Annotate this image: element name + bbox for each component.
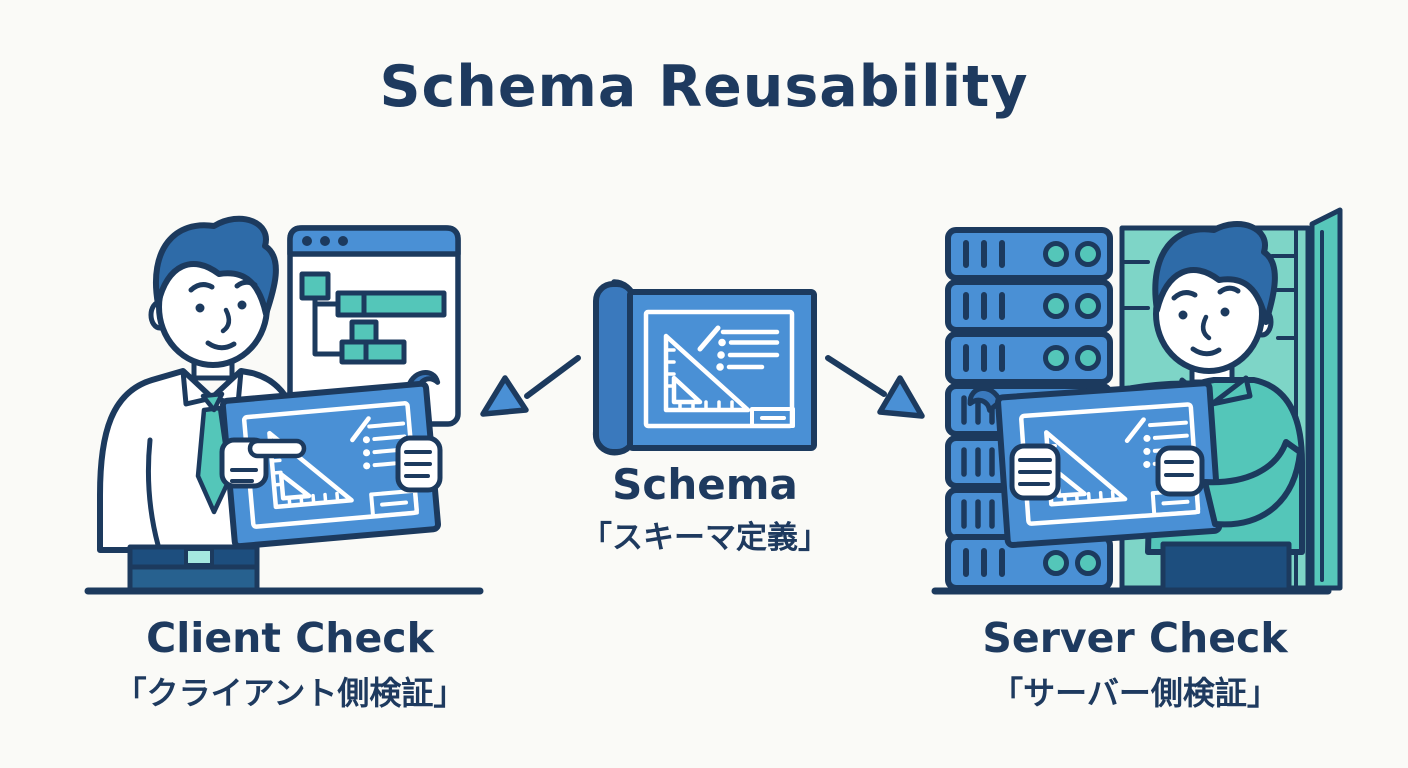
server-unit-1 (945, 227, 1113, 281)
client-label-jp: 「クライアント側検証」 (114, 674, 466, 713)
tree-root-node (299, 271, 331, 301)
arrow-left-icon (480, 355, 581, 417)
server-blueprint-curl (967, 386, 1003, 413)
server-spec-list-lines (1148, 420, 1190, 466)
arrow-right-head (877, 375, 925, 419)
client-caption: Client Check 「クライアント側検証」 (70, 614, 510, 714)
server-pencil-line (1124, 417, 1146, 444)
panel-door (1309, 207, 1343, 591)
server-unit-7 (945, 534, 1113, 591)
scroll-title-block (750, 407, 795, 428)
scroll-pencil-line (697, 325, 721, 352)
server-right-finger-lines (1164, 460, 1194, 477)
server-dev-hair (1152, 221, 1278, 325)
client-grip-hand-icon (395, 435, 443, 493)
tree-node-2 (349, 319, 379, 345)
arrow-right-icon (825, 355, 925, 419)
server-left-finger-lines (1018, 458, 1052, 486)
client-nose (220, 307, 232, 334)
schema-label: Schema (612, 460, 798, 509)
blueprint-scroll-icon (592, 279, 817, 456)
server-dev-pants (1160, 541, 1292, 594)
server-dev-right-forearm (1202, 439, 1303, 528)
pointing-finger-lines (230, 468, 258, 483)
server-blueprint-icon (967, 380, 1223, 548)
client-pants (127, 564, 260, 594)
tree-bar-1 (335, 290, 447, 318)
server-right-palm (1155, 445, 1205, 497)
tree-connectors (312, 295, 345, 357)
scroll-border (643, 309, 795, 429)
spec-list-lines (367, 421, 408, 468)
server-caption: Server Check 「サーバー側検証」 (925, 614, 1345, 714)
server-dev-smile (1190, 346, 1222, 357)
client-hair (153, 215, 279, 317)
server-dev-eyes (1178, 307, 1230, 320)
server-spec-list-dots (1143, 434, 1151, 468)
server-dev-eyebrows (1171, 285, 1241, 301)
set-square-icon (267, 430, 354, 510)
server-label-jp: 「サーバー側検証」 (991, 674, 1279, 713)
server-unit-3 (945, 331, 1113, 385)
ui-tree-icon (299, 271, 447, 365)
page-title: Schema Reusability (379, 54, 1029, 120)
server-illustration (931, 207, 1343, 595)
title-block (369, 488, 419, 519)
schema-caption: Schema 「スキーマ定義」 (545, 460, 865, 557)
client-smile (205, 340, 237, 351)
scroll-list-lines (720, 329, 780, 370)
scroll-set-square-icon (663, 333, 751, 413)
arrow-left-shaft (524, 355, 581, 399)
schema-label-jp: 「スキーマ定義」 (581, 520, 829, 557)
grip-finger-lines (404, 450, 432, 478)
browser-dots-icon (302, 236, 348, 246)
server-dev-nose (1200, 314, 1212, 341)
scroll-curl-bottom (592, 427, 623, 456)
client-eyes (195, 300, 247, 313)
pointing-finger (247, 438, 307, 459)
pencil-line (350, 416, 371, 443)
client-illustration (84, 215, 484, 595)
arrow-left-head (480, 375, 529, 417)
server-label: Server Check (982, 614, 1288, 662)
server-grip-hand-right-icon (1155, 445, 1205, 497)
scroll-list-dots (716, 338, 726, 371)
browser-titlebar (287, 225, 461, 257)
client-label: Client Check (146, 614, 434, 662)
arrow-right-shaft (825, 355, 887, 397)
client-eyebrows (188, 279, 258, 293)
spec-list-dots (362, 436, 371, 470)
server-grip-hand-left-icon (1009, 443, 1061, 501)
tree-bar-2 (339, 339, 407, 365)
browser-window-icon (287, 225, 461, 427)
client-belt-buckle (184, 547, 214, 567)
server-unit-2 (945, 279, 1113, 333)
pointing-hand-icon (219, 437, 307, 489)
scroll-set-square-ticks (666, 348, 734, 410)
